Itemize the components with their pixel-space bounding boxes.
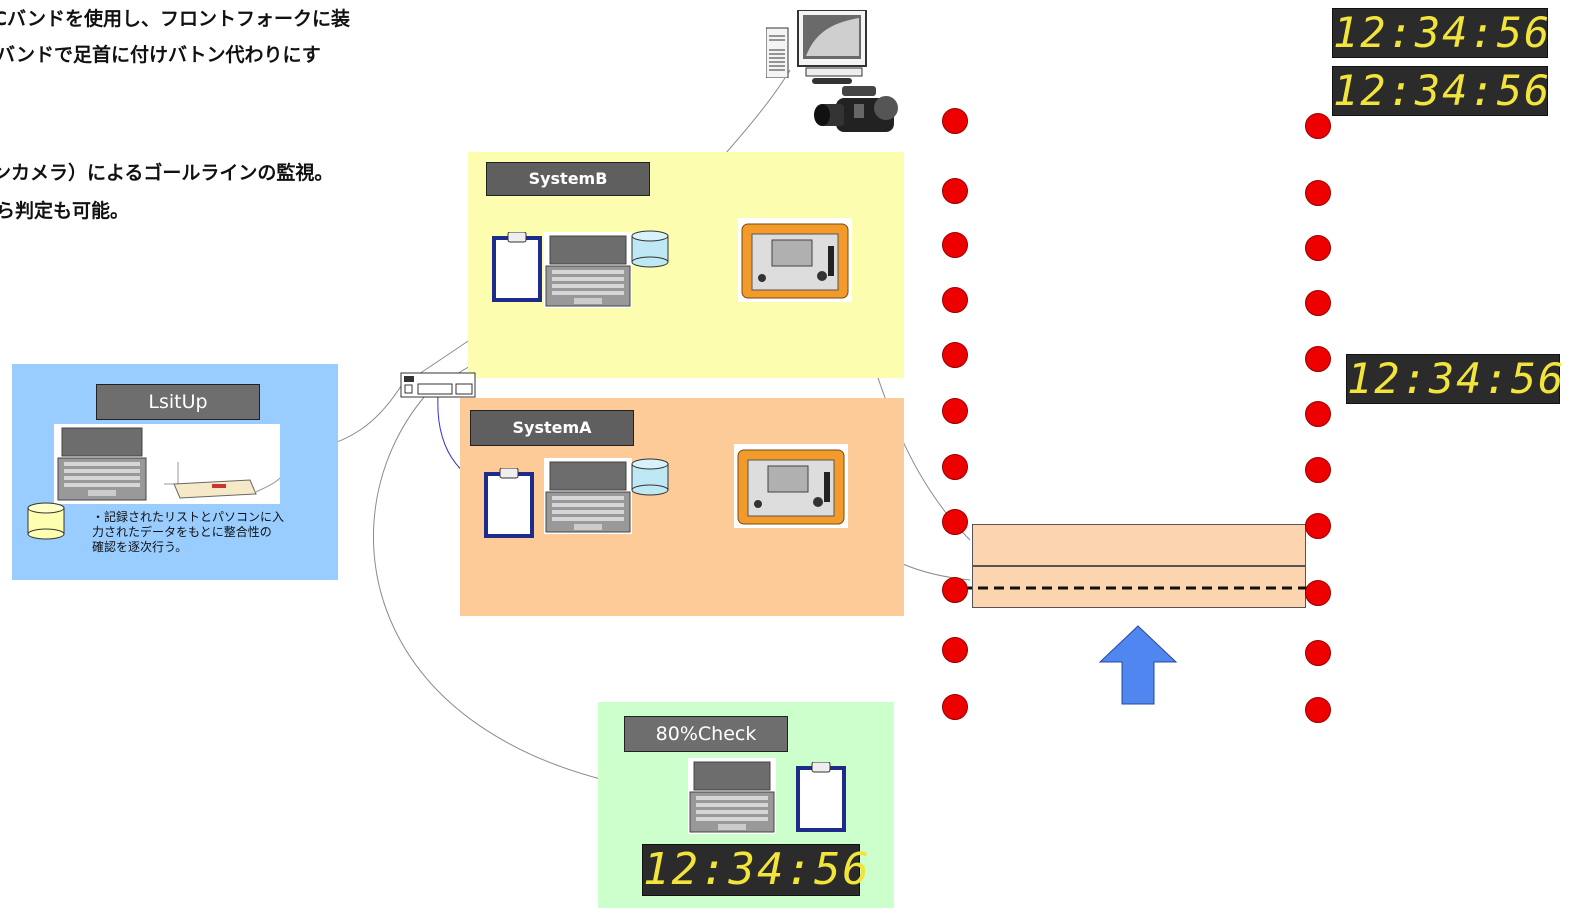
laptop-icon [544, 232, 632, 308]
laptop-icon [688, 758, 776, 834]
marker-dot [942, 108, 968, 134]
marker-dot [942, 342, 968, 368]
check80-panel: 80%Check 12:34:56 [598, 702, 894, 908]
clipboard-icon [796, 761, 848, 832]
lsitup-note-line-3: 確認を逐次行う。 [92, 540, 188, 554]
marker-dot [942, 694, 968, 720]
lsitup-note-line-2: 力されたデータをもとに整合性の [92, 525, 272, 539]
marker-dot [1305, 180, 1331, 206]
marker-dot [1305, 513, 1331, 539]
intro-line-4: ら判定も可能。 [0, 200, 130, 222]
video-camera-icon [808, 74, 904, 142]
marker-dot [1305, 697, 1331, 723]
lane-box-upper [972, 524, 1306, 566]
server-monitor-icon [765, 9, 868, 79]
clock-right: 12:34:56 [1346, 354, 1566, 404]
marker-dot [1305, 290, 1331, 316]
marker-dot [942, 637, 968, 663]
printer-icon [164, 462, 281, 502]
marker-dot [942, 287, 968, 313]
line-switch-to-check80 [373, 395, 691, 796]
lsitup-note: ・記録されたリストとパソコンに入 力されたデータをもとに整合性の 確認を逐次行う… [92, 510, 284, 555]
marker-dot [1305, 113, 1331, 139]
network-switch-icon [400, 372, 476, 398]
marker-dot [942, 178, 968, 204]
lsitup-note-line-1: ・記録されたリストとパソコンに入 [92, 510, 285, 524]
marker-dot [1305, 235, 1331, 261]
systema-label: SystemA [470, 410, 634, 446]
marker-dot [942, 577, 968, 603]
timing-device-icon [734, 444, 848, 528]
marker-dot [1305, 401, 1331, 427]
marker-dot [1305, 580, 1331, 606]
clipboard-icon [492, 231, 544, 302]
intro-line-2: バンドで足首に付けバトン代わりにす [0, 44, 321, 66]
up-arrow-icon [1098, 625, 1178, 705]
laptop-icon [544, 458, 632, 534]
intro-line-3: ンカメラ）によるゴールラインの監視。 [0, 162, 334, 184]
lsitup-panel: LsitUp ・記録されたリストとパソコンに入 力されたデータをもとに整合性の … [12, 364, 338, 580]
database-icon [630, 458, 670, 496]
marker-dot [942, 509, 968, 535]
database-icon [26, 502, 66, 540]
systemb-panel: SystemB [468, 152, 904, 378]
clock-top-1: 12:34:56 [1332, 8, 1552, 58]
marker-dot [1305, 346, 1331, 372]
clock-check80: 12:34:56 [642, 844, 871, 896]
marker-dot [942, 454, 968, 480]
database-icon [630, 230, 670, 268]
lsitup-label: LsitUp [96, 384, 260, 420]
systema-panel: SystemA [460, 398, 904, 616]
laptop-icon [56, 426, 148, 502]
timing-device-icon [738, 218, 852, 302]
check80-label: 80%Check [624, 716, 788, 752]
marker-dot [942, 232, 968, 258]
marker-dot [1305, 640, 1331, 666]
lsitup-device-area [54, 424, 281, 504]
intro-line-1: ICバンドを使用し、フロントフォークに装 [0, 8, 350, 30]
systemb-label: SystemB [486, 162, 650, 196]
clock-top-2: 12:34:56 [1332, 66, 1552, 116]
clipboard-icon [484, 467, 536, 538]
marker-dot [942, 398, 968, 424]
marker-dot [1305, 457, 1331, 483]
